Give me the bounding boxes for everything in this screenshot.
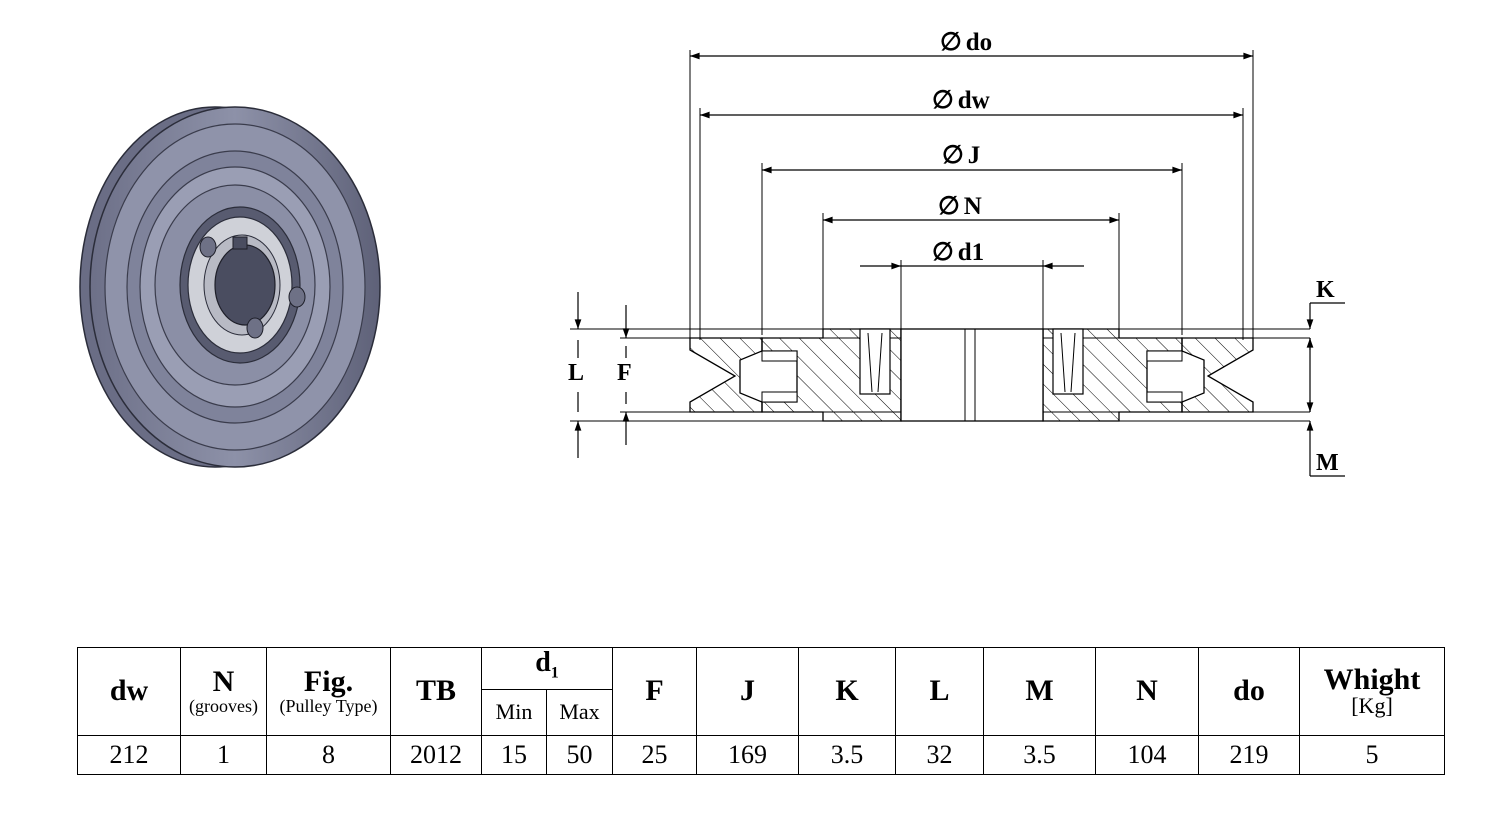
bushing-screw-hole xyxy=(199,236,217,258)
header-K: K xyxy=(798,647,897,736)
cell-M: 3.5 xyxy=(983,734,1097,775)
cell-weight: 5 xyxy=(1299,734,1446,775)
label-L: L xyxy=(568,360,584,386)
header-d1: d1 xyxy=(480,647,614,690)
pulley-section-drawing: ∅do ∅dw ∅J ∅N ∅d1 L F xyxy=(568,29,1345,477)
header-weight: Whight[Kg] xyxy=(1299,647,1446,736)
cell-fig: 8 xyxy=(266,734,391,775)
label-K: K xyxy=(1316,277,1335,303)
label-dw: ∅dw xyxy=(932,87,990,114)
cell-N: 1 xyxy=(180,734,267,775)
pulley-3d-image xyxy=(79,106,381,468)
header-J: J xyxy=(696,647,800,736)
label-J: ∅J xyxy=(942,142,980,169)
header-TB: TB xyxy=(390,647,482,736)
cell-L: 32 xyxy=(895,734,985,775)
header-fig: Fig.(Pulley Type) xyxy=(266,647,391,736)
header-do: do xyxy=(1198,647,1301,736)
cell-TB: 2012 xyxy=(390,734,482,775)
label-N: ∅N xyxy=(938,193,982,220)
header-L: L xyxy=(895,647,985,736)
label-F: F xyxy=(617,360,632,386)
cell-d1-max: 50 xyxy=(545,734,614,775)
cell-d1-min: 15 xyxy=(481,734,547,775)
cell-K: 3.5 xyxy=(798,734,897,775)
header-d1-min: Min xyxy=(481,688,547,736)
header-F: F xyxy=(612,647,698,736)
label-M: M xyxy=(1316,450,1339,476)
bushing-screw-hole xyxy=(246,317,264,339)
pulley-bore xyxy=(214,244,276,326)
header-dw: dw xyxy=(77,647,181,736)
header-d1-max: Max xyxy=(545,688,614,736)
cell-do: 219 xyxy=(1198,734,1301,775)
section-bore xyxy=(900,328,1044,422)
cell-F: 25 xyxy=(612,734,698,775)
cell-dw: 212 xyxy=(77,734,181,775)
cell-J: 169 xyxy=(696,734,800,775)
cell-N-dim: 104 xyxy=(1095,734,1200,775)
header-M: M xyxy=(983,647,1097,736)
spec-table: dw N(grooves) Fig.(Pulley Type) TB d1 F … xyxy=(77,647,1446,775)
label-d1: ∅d1 xyxy=(932,239,984,266)
label-do: ∅do xyxy=(940,29,992,56)
bushing-screw-hole xyxy=(288,286,306,308)
header-N-dim: N xyxy=(1095,647,1200,736)
header-N: N(grooves) xyxy=(180,647,267,736)
